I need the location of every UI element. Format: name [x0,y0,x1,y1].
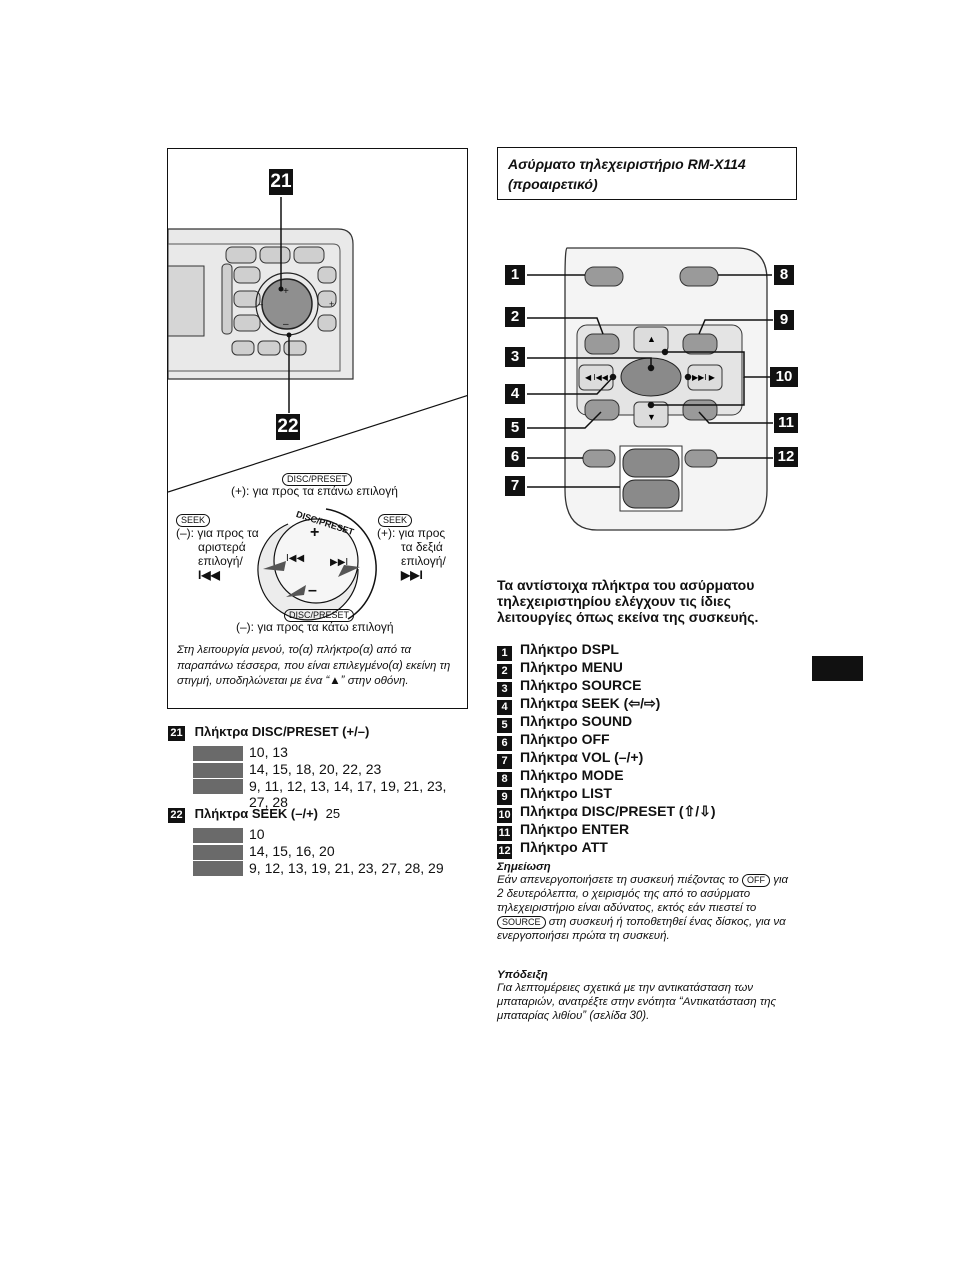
remote-callout-1: 1 [505,265,525,285]
callout-21: 21 [269,169,293,195]
down-label: (–): για προς τα κάτω επιλογή [236,620,394,634]
callout-22: 22 [276,414,300,440]
svg-text:◀ I◀◀: ◀ I◀◀ [585,373,609,382]
svg-text:+: + [329,299,334,309]
remote-callout-8: 8 [774,265,794,285]
ref-22-row: 14, 15, 16, 20 [249,842,335,859]
remote-callout-10: 10 [770,367,798,387]
remote-callout-7: 7 [505,476,525,496]
svg-text:▶▶I: ▶▶I [330,557,348,568]
ref-22-row: 9, 12, 13, 19, 21, 23, 27, 28, 29 [249,859,444,876]
remote-callout-9: 9 [774,310,794,330]
svg-text:–: – [283,319,289,330]
ref-21: 21 Πλήκτρα DISC/PRESET (+/–) 10, 13 14, … [168,724,468,810]
remote-callout-6: 6 [505,447,525,467]
ref-21-num: 21 [168,726,185,741]
up-label: (+): για προς τα επάνω επιλογή [231,484,398,498]
ref-21-row: 14, 15, 18, 20, 22, 23 [249,760,382,777]
menu-note: Στη λειτουργία μενού, το(α) πλήκτρο(α) α… [177,644,451,687]
disc-preset-down-key: DISC/PRESET [284,607,355,622]
source-key-glyph: SOURCE [497,916,546,929]
remote-callout-3: 3 [505,347,525,367]
seek-right-key: SEEK [378,512,413,527]
remote-title: Ασύρματο τηλεχειριστήριο RM-X114 (προαιρ… [497,147,797,200]
left-label: (–): για προς τα αριστερά επιλογή/ I◀◀ [176,526,259,582]
remote-callout-12: 12 [774,447,798,467]
ref-21-title: Πλήκτρα DISC/PRESET (+/–) [194,724,370,739]
right-label: (+): για προς τα δεξιά επιλογή/ ▶▶I [377,526,446,582]
hint-text: Για λεπτομέρειες σχετικά με την αντικατά… [497,982,777,1022]
svg-text:▼: ▼ [647,412,656,422]
svg-text:I◀◀: I◀◀ [286,553,304,564]
remote-callout-2: 2 [505,307,525,327]
disc-preset-up-key: DISC/PRESET [282,471,353,486]
note-heading: Σημείωση [497,861,551,873]
unit-diagram-panel: + – – + + – I◀◀ ▶▶I 21 22 DISC/PRESET (+… [167,148,468,709]
ref-21-row: 9, 11, 12, 13, 14, 17, 19, 21, 23, [249,777,447,794]
intro-text: Τα αντίστοιχα πλήκτρα του ασύρματου τηλε… [497,577,759,625]
hint-heading: Υπόδειξη [497,969,548,981]
section-tab-marker [812,656,863,681]
ref-22-page: 25 [325,806,341,821]
svg-text:▲: ▲ [647,334,656,344]
svg-text:–: – [258,299,263,309]
ref-21-row: 10, 13 [249,744,288,760]
svg-text:+: + [310,524,319,541]
remote-callout-4: 4 [505,384,525,404]
note-text: Εάν απενεργοποιήσετε τη συσκευή πιέζοντα… [497,874,789,942]
ref-21-row: 27, 28 [249,794,288,811]
ref-22-num: 22 [168,808,185,823]
off-key-glyph: OFF [741,874,770,887]
hint-block: Υπόδειξη Για λεπτομέρειες σχετικά με την… [497,969,797,1023]
svg-text:+: + [283,286,289,297]
seek-left-key: SEEK [176,512,211,527]
head-unit-illustration: + – – + + – I◀◀ ▶▶I [168,197,467,621]
remote-illustration: ▲ ▼ ◀ I◀◀ ▶▶I ▶ [527,247,773,531]
svg-text:–: – [308,582,317,599]
ref-22-title: Πλήκτρα SEEK (–/+) [194,806,318,821]
remote-callout-11: 11 [774,413,798,433]
note-block: Σημείωση Εάν απενεργοποιήσετε τη συσκευή… [497,861,797,943]
svg-text:▶▶I ▶: ▶▶I ▶ [692,373,716,382]
remote-callout-5: 5 [505,418,525,438]
ref-22-row: 10 [249,826,265,842]
ref-22: 22 Πλήκτρα SEEK (–/+) 25 10 14, 15, 16, … [168,806,468,877]
